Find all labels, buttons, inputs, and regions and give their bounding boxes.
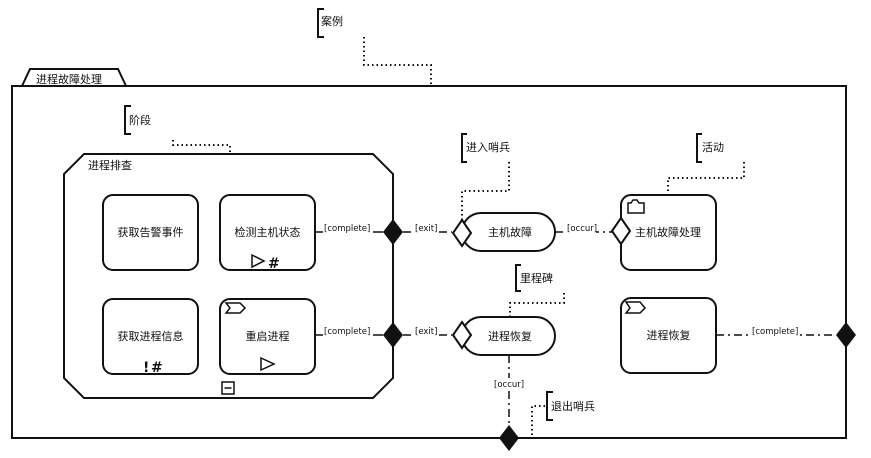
connector-occur-1[interactable]: [occur] <box>555 223 612 234</box>
case-annotation: 案例 <box>317 8 432 86</box>
task-label: 检测主机状态 <box>235 225 301 239</box>
entry-sentry-annotation: 进入哨兵 <box>461 133 510 220</box>
connector-occur-2[interactable]: [occur] <box>493 355 525 426</box>
case-name: 进程故障处理 <box>36 72 102 86</box>
case-task-folder-icon <box>627 199 645 214</box>
task-label: 重启进程 <box>246 329 290 343</box>
connector-exit-2[interactable]: [exit] <box>403 326 452 337</box>
exit-sentry-annotation-text: 退出哨兵 <box>551 399 595 413</box>
connector-complete-2[interactable]: [complete] <box>315 326 383 337</box>
process-task-icon <box>624 301 647 314</box>
connector-label: [complete] <box>324 224 370 234</box>
exit-sentry-annotation: 退出哨兵 <box>531 391 595 438</box>
connector-label: [exit] <box>415 224 437 234</box>
milestone-host-failure[interactable]: 主机故障 <box>461 212 556 252</box>
repetition-icon: # <box>151 360 163 376</box>
repetition-icon: # <box>268 256 280 272</box>
task-get-process-info[interactable]: 获取进程信息 ! # <box>102 298 199 376</box>
task-label: 获取告警事件 <box>118 225 184 239</box>
case-frame <box>11 85 847 439</box>
milestone-entry-sentry-2[interactable] <box>451 320 473 350</box>
milestone-annotation: 里程碑 <box>509 264 565 317</box>
connector-label: [occur] <box>567 224 597 234</box>
connector-label: [occur] <box>494 380 524 390</box>
manual-activation-icon <box>251 253 266 269</box>
task-restart-process[interactable]: 重启进程 <box>219 298 316 375</box>
activity-annotation-text: 活动 <box>702 141 724 154</box>
connector-label: [exit] <box>415 327 437 337</box>
milestone-label: 主机故障 <box>488 225 532 239</box>
case-plan-model[interactable]: 进程故障处理 <box>11 68 847 439</box>
milestone-process-recovery[interactable]: 进程恢复 <box>461 316 556 356</box>
connector-complete-3[interactable]: [complete] <box>716 326 836 337</box>
stage-annotation-text: 阶段 <box>129 113 151 127</box>
case-exit-sentry-bottom[interactable] <box>499 425 519 451</box>
task-label: 主机故障处理 <box>635 225 701 239</box>
required-icon: ! <box>143 360 149 376</box>
stage-exit-sentry-1[interactable] <box>383 219 403 245</box>
task-check-host-status[interactable]: 检测主机状态 # <box>219 194 316 272</box>
connector-label: [complete] <box>324 327 370 337</box>
task-process-recovery[interactable]: 进程恢复 <box>620 297 717 374</box>
stage-annotation: 阶段 <box>124 105 231 154</box>
activity-annotation: 活动 <box>667 133 745 195</box>
milestone-label: 进程恢复 <box>488 329 532 343</box>
stage-name: 进程排查 <box>88 158 132 172</box>
connector-exit-1[interactable]: [exit] <box>403 223 452 234</box>
task-get-alarm-event[interactable]: 获取告警事件 <box>102 194 199 271</box>
collapse-marker-icon[interactable] <box>221 381 235 395</box>
stage[interactable]: 进程排查 <box>63 153 394 399</box>
connector-complete-1[interactable]: [complete] <box>315 223 383 234</box>
task-host-failure-handling[interactable]: 主机故障处理 <box>620 194 717 271</box>
task-entry-sentry[interactable] <box>610 216 632 246</box>
connector-label: [complete] <box>752 327 798 337</box>
task-label: 进程恢复 <box>647 328 691 342</box>
entry-sentry-annotation-text: 进入哨兵 <box>466 141 510 154</box>
process-task-icon <box>224 302 247 314</box>
case-annotation-text: 案例 <box>321 14 343 28</box>
task-label: 获取进程信息 <box>118 329 184 343</box>
milestone-annotation-text: 里程碑 <box>520 272 553 285</box>
case-exit-sentry-right[interactable] <box>836 322 856 348</box>
milestone-entry-sentry-1[interactable] <box>451 218 473 248</box>
stage-exit-sentry-2[interactable] <box>383 322 403 348</box>
manual-activation-icon <box>260 356 276 372</box>
